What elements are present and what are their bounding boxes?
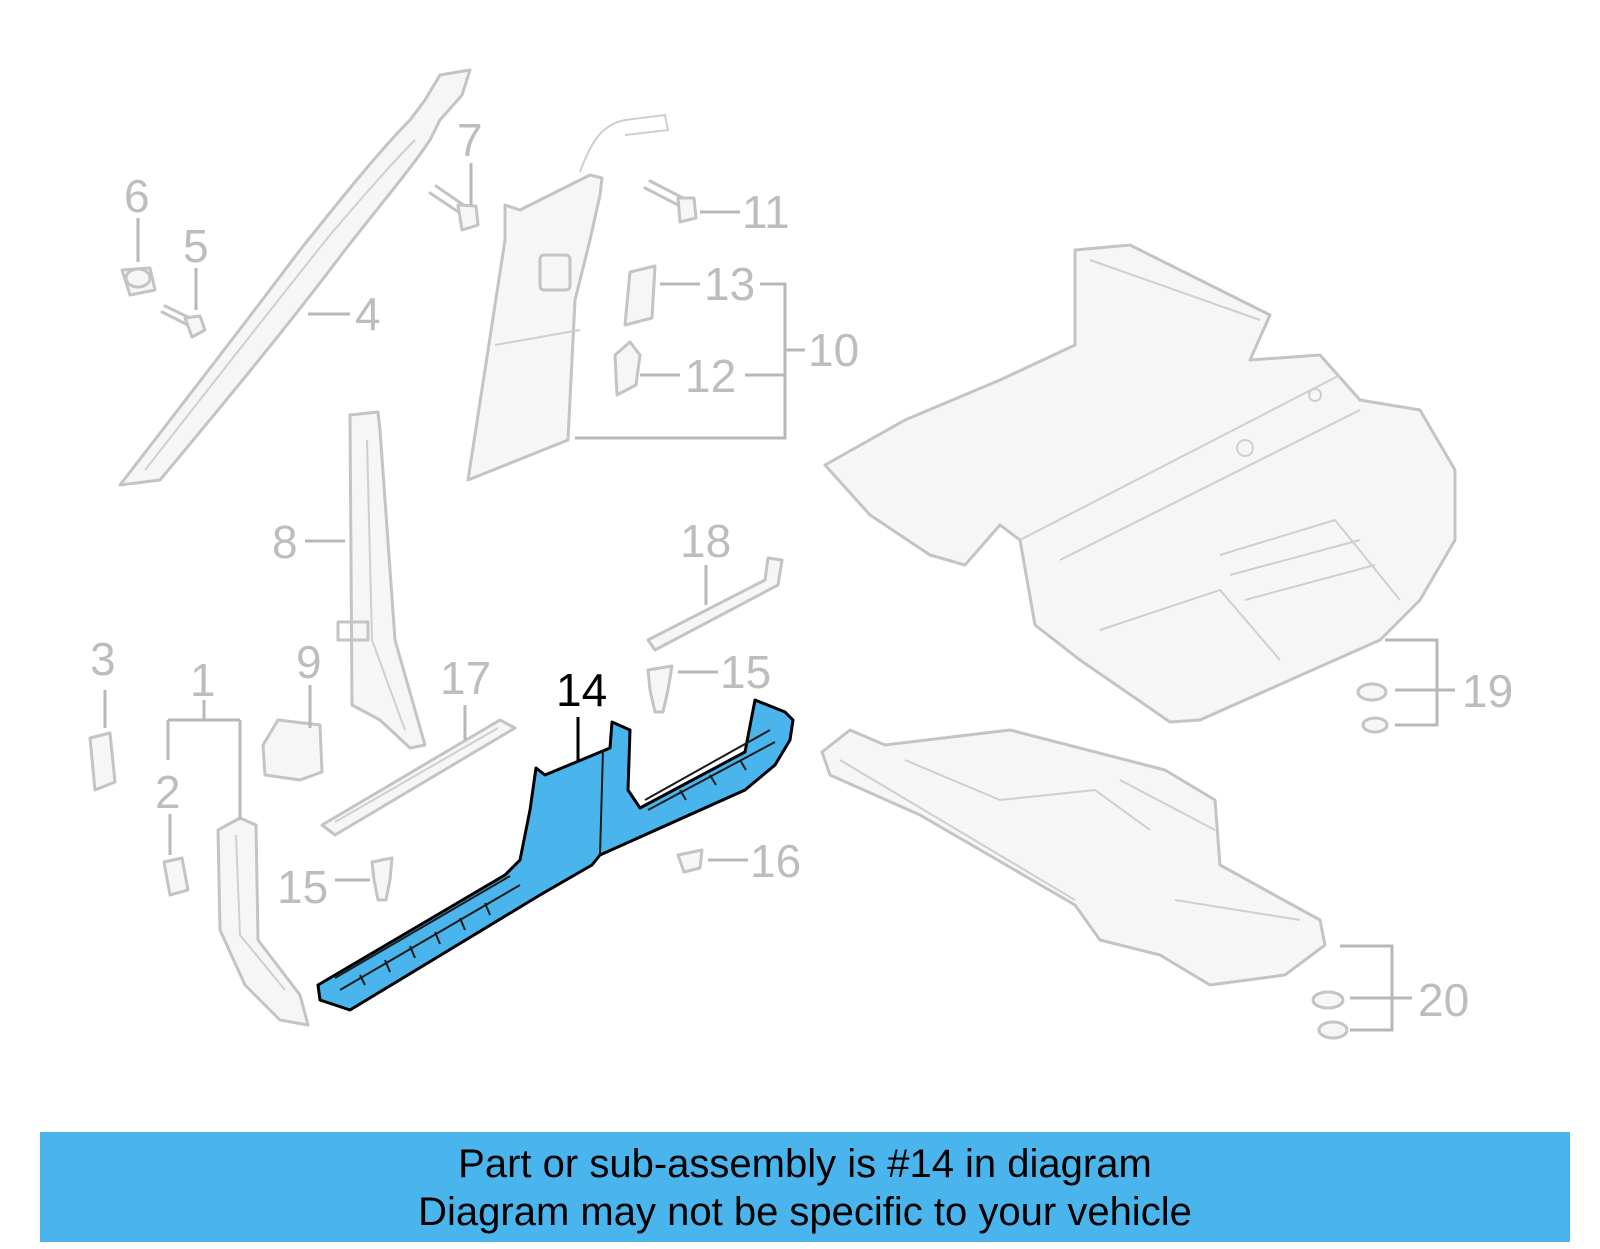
callout-10: 10 [808, 324, 859, 376]
callout-17: 17 [440, 652, 491, 704]
leader-lines [103, 163, 1455, 1032]
callout-15-right: 15 [720, 646, 771, 698]
part-17-scuff-plate [320, 718, 517, 837]
part-15-clip-right [646, 664, 674, 714]
callout-3: 3 [90, 633, 116, 685]
callouts: 1 2 3 4 5 6 7 8 9 10 11 12 13 14 15 15 1… [90, 114, 1513, 1026]
part-19-floor-carpet [823, 243, 1457, 724]
callout-11: 11 [742, 186, 790, 238]
part-4-pillar-trim [118, 68, 472, 487]
part-10-b-pillar-trim [466, 113, 670, 482]
leader-10 [575, 282, 805, 440]
part-9-clip [261, 718, 324, 782]
part-1-kick-panel [216, 816, 310, 1027]
part-11-bolt [643, 179, 698, 224]
part-7-bolt [428, 184, 480, 232]
info-banner: Part or sub-assembly is #14 in diagram D… [40, 1132, 1570, 1242]
callout-2: 2 [155, 766, 181, 818]
part-15-clip-left [370, 856, 394, 902]
callout-5: 5 [183, 220, 209, 272]
part-19-clip-b [1361, 716, 1389, 734]
part-5-bolt [160, 304, 207, 339]
banner-line-2: Diagram may not be specific to your vehi… [418, 1190, 1192, 1234]
part-8-pillar-lower [336, 410, 427, 750]
callout-12: 12 [685, 350, 736, 402]
callout-19: 19 [1462, 665, 1513, 717]
banner-line-1: Part or sub-assembly is #14 in diagram [458, 1142, 1152, 1186]
callout-7: 7 [457, 114, 483, 166]
part-20-floor-insulator [820, 728, 1327, 987]
part-19-clip-a [1356, 682, 1388, 702]
leader-19 [1385, 638, 1455, 727]
leader-1 [166, 700, 242, 820]
callout-15-left: 15 [277, 861, 328, 913]
callout-13: 13 [704, 258, 755, 310]
callout-20: 20 [1418, 974, 1469, 1026]
part-14-sill-plate [316, 698, 795, 1012]
part-13-clip [623, 264, 657, 327]
callout-8: 8 [272, 516, 298, 568]
callout-18: 18 [680, 515, 731, 567]
callout-4: 4 [355, 288, 381, 340]
callout-14: 14 [556, 664, 607, 716]
part-12-clip [613, 340, 642, 397]
callout-1: 1 [190, 654, 216, 706]
part-20-clip-a [1311, 990, 1345, 1010]
part-18-scuff-plate [646, 556, 784, 652]
callout-6: 6 [124, 170, 150, 222]
part-6-clip [120, 266, 157, 297]
part-20-clip-b [1317, 1020, 1349, 1040]
part-3-clip [88, 731, 117, 792]
part-16-clip [676, 848, 704, 874]
callout-9: 9 [296, 636, 322, 688]
callout-16: 16 [750, 835, 801, 887]
leader-20 [1340, 944, 1412, 1032]
part-2-clip [162, 856, 190, 897]
